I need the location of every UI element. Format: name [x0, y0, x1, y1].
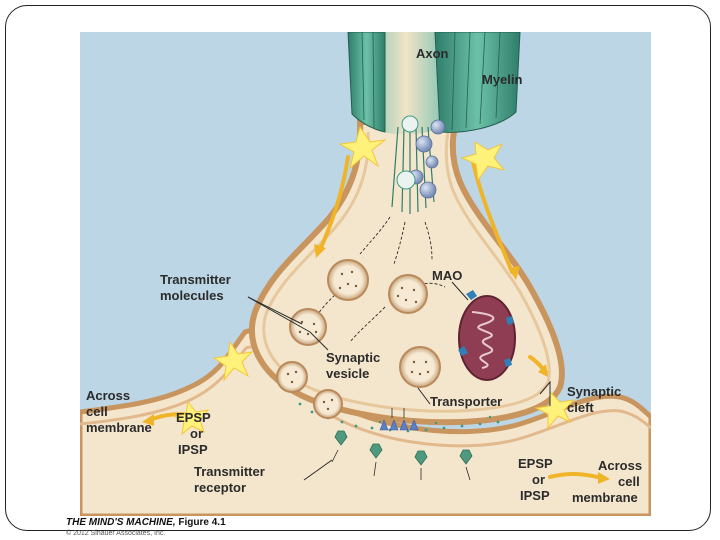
label-epsp-left-line3: IPSP — [178, 442, 208, 457]
label-epsp-right-line1: EPSP — [518, 456, 553, 471]
caption-figure-number: Figure 4.1 — [178, 517, 226, 528]
label-across-left-line1: Across — [86, 388, 130, 403]
mao-enzymes — [458, 290, 514, 367]
myelin-lines — [361, 32, 501, 131]
label-epsp-right-line3: IPSP — [520, 488, 550, 503]
label-across-right: Across cell membrane — [572, 458, 646, 505]
transporter-arrows — [391, 408, 405, 418]
label-synaptic-vesicle-line1: Synaptic — [326, 350, 380, 365]
transmitter-receptors — [334, 430, 473, 466]
label-transporter: Transporter — [430, 394, 502, 409]
label-across-left: Across cell membrane — [86, 388, 152, 435]
caption-book-title: THE MIND'S MACHINE, — [66, 517, 176, 528]
label-synaptic-vesicle: Synaptic vesicle — [326, 350, 384, 381]
label-epsp-right-line2: or — [532, 472, 545, 487]
synaptic-vesicles — [276, 259, 441, 419]
label-transmitter-receptor-line1: Transmitter — [194, 464, 265, 479]
label-epsp-left-line2: or — [190, 426, 203, 441]
label-across-right-line2: cell — [618, 474, 640, 489]
synapse-figure: Axon Myelin Transmitter molecules MAO Sy… — [80, 32, 651, 516]
label-synaptic-vesicle-line2: vesicle — [326, 366, 369, 381]
label-transmitter-molecules: Transmitter molecules — [160, 272, 234, 303]
label-transmitter-molecules-line2: molecules — [160, 288, 224, 303]
mitochondrion — [458, 295, 516, 381]
label-myelin: Myelin — [482, 72, 523, 87]
copyright-notice: © 2012 Sinauer Associates, Inc. — [66, 530, 166, 537]
label-transmitter-molecules-line1: Transmitter — [160, 272, 231, 287]
vesicle-contents — [286, 270, 430, 411]
axon-vesicles — [396, 115, 446, 199]
label-transmitter-receptor: Transmitter receptor — [194, 464, 268, 495]
label-mao: MAO — [432, 268, 462, 283]
label-across-left-line2: cell — [86, 404, 108, 419]
leader-lines — [247, 281, 551, 481]
label-transmitter-receptor-line2: receptor — [194, 480, 246, 495]
label-synaptic-cleft-line1: Synaptic — [567, 384, 621, 399]
receptor-arrows — [331, 449, 471, 481]
cleft-transmitter-dots — [298, 402, 500, 433]
axon-core — [370, 32, 442, 135]
label-epsp-left: EPSP or IPSP — [176, 410, 214, 457]
label-epsp-right: EPSP or IPSP — [518, 456, 556, 503]
label-synaptic-cleft-line2: cleft — [567, 400, 594, 415]
label-axon: Axon — [416, 46, 449, 61]
arrowheads — [142, 244, 610, 484]
label-across-right-line3: membrane — [572, 490, 638, 505]
label-across-left-line3: membrane — [86, 420, 152, 435]
label-synaptic-cleft: Synaptic cleft — [567, 384, 625, 415]
figure-caption: THE MIND'S MACHINE, Figure 4.1 — [66, 517, 226, 528]
label-epsp-left-line1: EPSP — [176, 410, 211, 425]
transporters — [379, 419, 419, 431]
sparks — [172, 125, 576, 436]
myelin-sheath-left — [347, 32, 386, 133]
label-across-right-line1: Across — [598, 458, 642, 473]
